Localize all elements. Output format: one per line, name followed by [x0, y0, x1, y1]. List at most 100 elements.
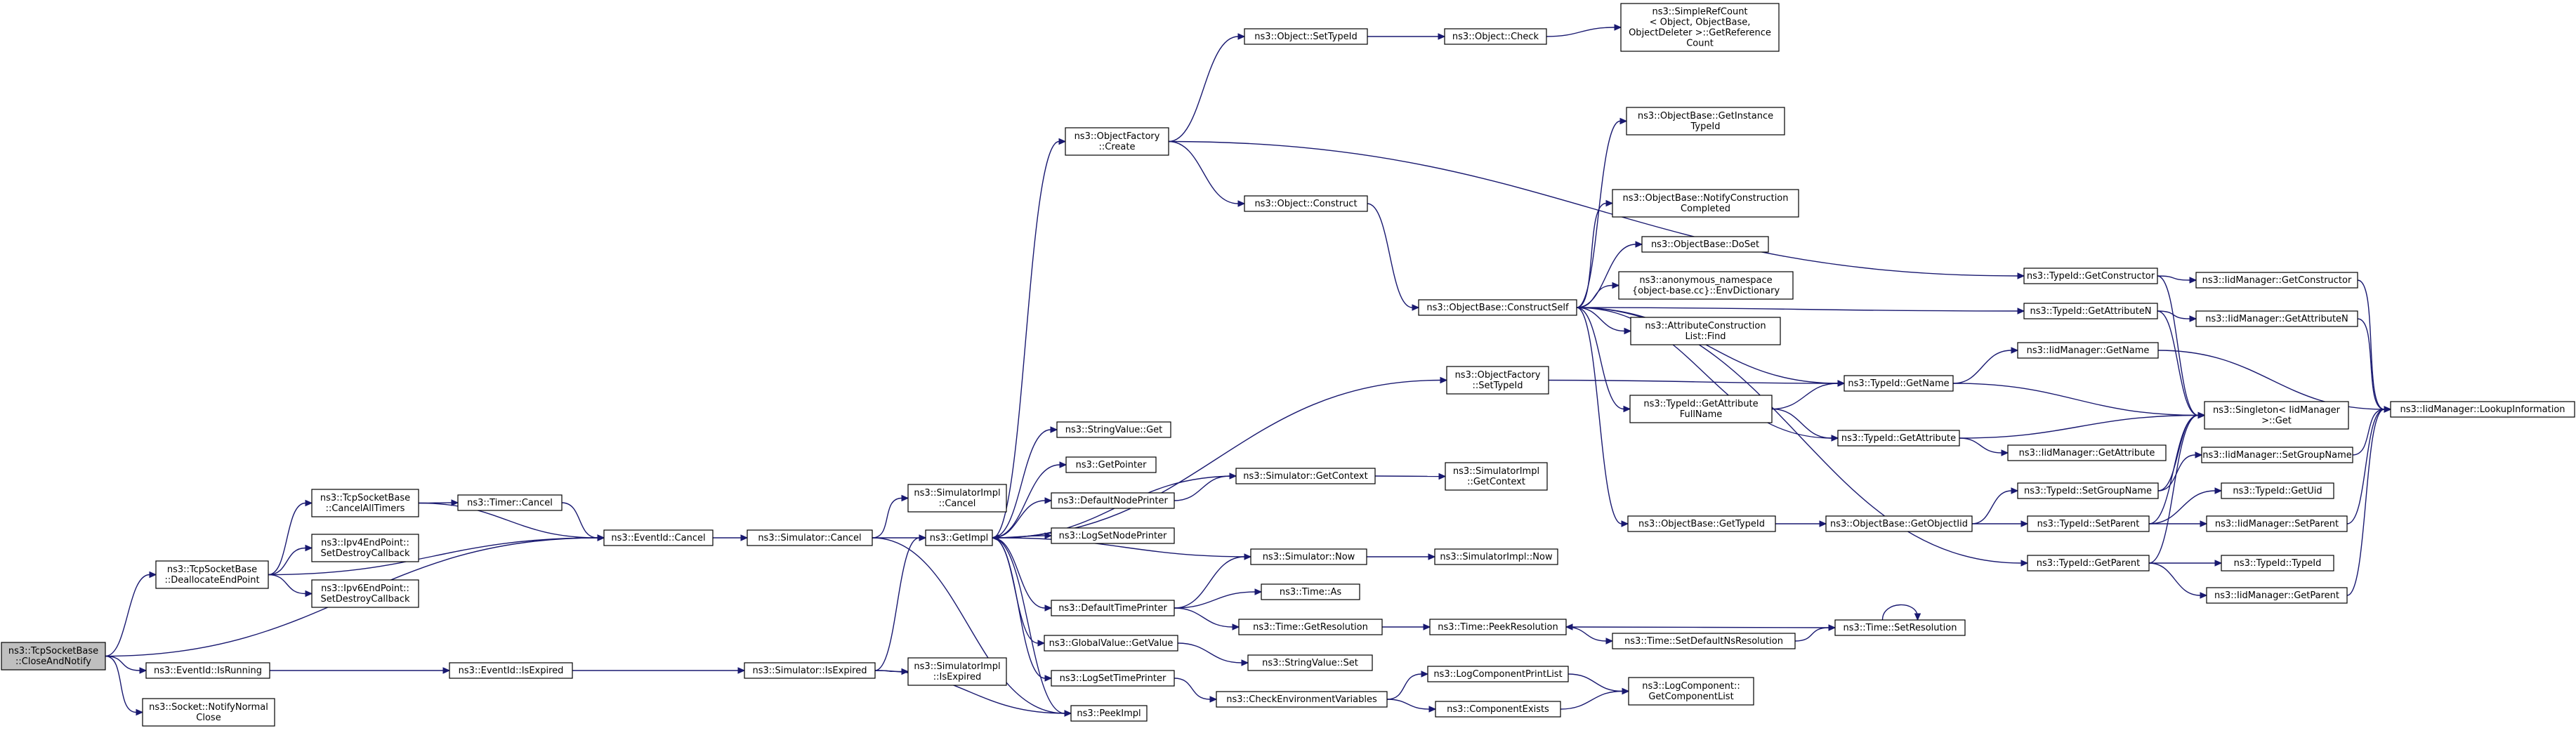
- node-gv-get-value[interactable]: ns3::GlobalValue::GetValue: [1044, 635, 1178, 652]
- node-sim-impl-cancel[interactable]: ns3::SimulatorImpl::Cancel: [907, 484, 1007, 513]
- node-sim-cancel[interactable]: ns3::Simulator::Cancel: [747, 529, 873, 546]
- edge-line: [2157, 275, 2199, 416]
- node-ei-is-running[interactable]: ns3::EventId::IsRunning: [145, 662, 270, 679]
- edge-default-time-printer-to-sim-now: [1174, 553, 1252, 609]
- edge-line: [1576, 307, 1624, 410]
- node-log-comp-print-list[interactable]: ns3::LogComponentPrintList: [1427, 666, 1569, 682]
- node-of-set-type-id[interactable]: ns3::ObjectFactory::SetTypeId: [1446, 366, 1549, 395]
- node-box: [2221, 482, 2334, 499]
- node-obj-check[interactable]: ns3::Object::Check: [1444, 28, 1547, 45]
- node-obj-set-type-id[interactable]: ns3::Object::SetTypeId: [1244, 28, 1368, 45]
- node-box: [1837, 430, 1960, 447]
- node-tid-set-parent[interactable]: ns3::TypeId::SetParent: [2027, 515, 2150, 532]
- node-string-value-set[interactable]: ns3::StringValue::Set: [1247, 654, 1373, 671]
- node-box: [2027, 515, 2150, 532]
- node-obj-construct[interactable]: ns3::Object::Construct: [1244, 195, 1368, 212]
- node-im-lookup-info[interactable]: ns3::IidManager::LookupInformation: [2390, 401, 2575, 418]
- node-string-value-get[interactable]: ns3::StringValue::Get: [1056, 421, 1171, 438]
- node-im-get-parent[interactable]: ns3::IidManager::GetParent: [2206, 587, 2348, 604]
- node-peek-impl[interactable]: ns3::PeekImpl: [1070, 705, 1148, 722]
- node-ob-notify-construction[interactable]: ns3::ObjectBase::NotifyConstructionCompl…: [1612, 189, 1799, 218]
- node-tid-set-group-name[interactable]: ns3::TypeId::SetGroupName: [2017, 482, 2159, 499]
- edge-line: [2148, 562, 2201, 596]
- node-ipv6destroy[interactable]: ns3::Ipv6EndPoint::SetDestroyCallback: [311, 579, 419, 608]
- node-im-get-name[interactable]: ns3::IidManager::GetName: [2017, 342, 2159, 359]
- edge-line: [1959, 414, 2199, 439]
- edge-arrowhead: [1064, 710, 1072, 717]
- edge-ob-construct-self-to-ob-get-type-id: [1576, 307, 1629, 527]
- node-anon-env-dict[interactable]: ns3::anonymous_namespace{object-base.cc}…: [1618, 271, 1794, 300]
- node-ei-cancel[interactable]: ns3::EventId::Cancel: [603, 529, 714, 546]
- node-ipv4destroy[interactable]: ns3::Ipv4EndPoint::SetDestroyCallback: [311, 534, 419, 562]
- node-log-comp-get-list[interactable]: ns3::LogComponent::GetComponentList: [1628, 677, 1754, 706]
- node-check-env[interactable]: ns3::CheckEnvironmentVariables: [1216, 691, 1388, 708]
- node-label: ns3::IidManager::SetParent: [2215, 519, 2339, 529]
- node-label: ns3::SimpleRefCount: [1652, 7, 1747, 18]
- edge-line: [992, 537, 1046, 609]
- node-tid-get-uid[interactable]: ns3::TypeId::GetUid: [2221, 482, 2334, 499]
- node-cancel-all[interactable]: ns3::TcpSocketBase::CancelAllTimers: [311, 489, 419, 517]
- node-label: SetDestroyCallback: [320, 594, 410, 605]
- edge-line: [1546, 27, 1615, 37]
- node-ob-get-type-id[interactable]: ns3::ObjectBase::GetTypeId: [1627, 515, 1776, 532]
- node-label: ns3::TypeId::GetName: [1848, 378, 1949, 389]
- edge-arrowhead: [305, 544, 313, 552]
- edge-line: [1771, 408, 1832, 439]
- node-ei-is-expired[interactable]: ns3::EventId::IsExpired: [449, 662, 573, 679]
- node-ob-get-object-iid[interactable]: ns3::ObjectBase::GetObjectIid: [1825, 515, 1973, 532]
- node-im-get-attribute-n[interactable]: ns3::IidManager::GetAttributeN: [2195, 310, 2358, 327]
- node-default-time-printer[interactable]: ns3::DefaultTimePrinter: [1051, 600, 1175, 616]
- node-im-set-parent[interactable]: ns3::IidManager::SetParent: [2206, 515, 2348, 532]
- node-log-set-time-printer[interactable]: ns3::LogSetTimePrinter: [1051, 670, 1175, 687]
- node-sim-impl-is-expired[interactable]: ns3::SimulatorImpl::IsExpired: [907, 657, 1007, 686]
- node-singleton-get[interactable]: ns3::Singleton< IidManager>::Get: [2204, 401, 2349, 430]
- node-component-exists[interactable]: ns3::ComponentExists: [1435, 701, 1561, 718]
- node-tid-type-id[interactable]: ns3::TypeId::TypeId: [2221, 555, 2334, 572]
- node-box: [311, 534, 419, 562]
- node-time-set-default-ns-res[interactable]: ns3::Time::SetDefaultNsResolution: [1612, 633, 1796, 649]
- node-im-get-attribute[interactable]: ns3::IidManager::GetAttribute: [2007, 444, 2167, 461]
- node-sim-impl-now[interactable]: ns3::SimulatorImpl::Now: [1434, 548, 1558, 565]
- node-default-node-printer[interactable]: ns3::DefaultNodePrinter: [1051, 492, 1175, 509]
- node-get-pointer[interactable]: ns3::GetPointer: [1065, 456, 1157, 473]
- node-tid-get-constructor[interactable]: ns3::TypeId::GetConstructor: [2023, 268, 2158, 284]
- node-tid-get-attribute-n[interactable]: ns3::TypeId::GetAttributeN: [2023, 303, 2158, 319]
- node-time-as[interactable]: ns3::Time::As: [1261, 583, 1360, 600]
- node-sim-now[interactable]: ns3::Simulator::Now: [1250, 548, 1367, 565]
- node-label: ns3::EventId::Cancel: [611, 533, 705, 543]
- node-tid-get-parent[interactable]: ns3::TypeId::GetParent: [2027, 555, 2150, 572]
- node-box: [2201, 447, 2353, 463]
- node-ob-construct-self[interactable]: ns3::ObjectBase::ConstructSelf: [1418, 299, 1577, 316]
- node-simple-ref-count[interactable]: ns3::SimpleRefCount< Object, ObjectBase,…: [1620, 3, 1780, 52]
- node-root[interactable]: ns3::TcpSocketBase::CloseAndNotify: [1, 642, 106, 671]
- edge-line: [1568, 673, 1623, 692]
- node-ob-do-set[interactable]: ns3::ObjectBase::DoSet: [1641, 236, 1769, 253]
- node-dealloc[interactable]: ns3::TcpSocketBase::DeallocateEndPoint: [155, 560, 269, 589]
- node-time-peek-res[interactable]: ns3::Time::PeekResolution: [1429, 619, 1567, 635]
- node-box: [2017, 342, 2159, 359]
- edge-tid-get-constructor-to-im-get-constructor: [2157, 275, 2197, 284]
- node-box: [1444, 28, 1547, 45]
- node-get-impl[interactable]: ns3::GetImpl: [925, 529, 993, 546]
- node-sim-get-context[interactable]: ns3::Simulator::GetContext: [1235, 468, 1376, 484]
- node-log-set-node-printer[interactable]: ns3::LogSetNodePrinter: [1051, 527, 1175, 544]
- node-label: ns3::IidManager::SetGroupName: [2202, 450, 2352, 461]
- node-sim-impl-get-context[interactable]: ns3::SimulatorImpl::GetContext: [1445, 462, 1548, 491]
- node-tid-get-attribute[interactable]: ns3::TypeId::GetAttribute: [1837, 430, 1960, 447]
- edge-tid-set-parent-to-im-set-parent: [2149, 520, 2208, 527]
- node-sim-is-expired[interactable]: ns3::Simulator::IsExpired: [744, 662, 876, 679]
- node-box: [2206, 515, 2348, 532]
- node-box: [2206, 587, 2348, 604]
- node-time-set-res[interactable]: ns3::Time::SetResolution: [1834, 619, 1966, 636]
- node-im-get-constructor[interactable]: ns3::IidManager::GetConstructor: [2195, 272, 2358, 289]
- node-timer-cancel[interactable]: ns3::Timer::Cancel: [457, 494, 563, 511]
- node-im-set-group-name[interactable]: ns3::IidManager::SetGroupName: [2201, 447, 2353, 463]
- node-time-get-res[interactable]: ns3::Time::GetResolution: [1238, 619, 1383, 635]
- node-box: [142, 698, 275, 727]
- node-of-create[interactable]: ns3::ObjectFactory::Create: [1065, 127, 1169, 156]
- node-tid-get-name[interactable]: ns3::TypeId::GetName: [1844, 375, 1954, 392]
